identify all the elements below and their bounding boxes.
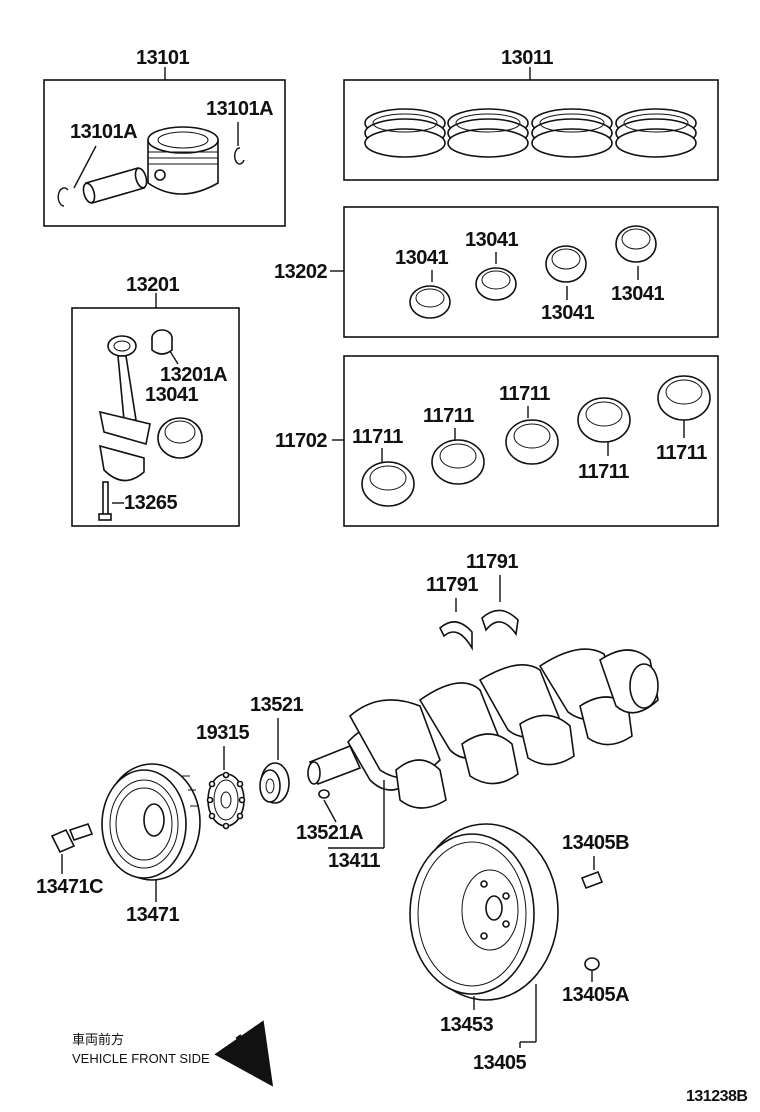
label-13011[interactable]: 13011 [501,47,554,69]
conrod-bolt-part [98,481,112,521]
main-bearing-group[interactable]: 11702 11711 11711 11711 11711 11711 [275,355,719,527]
label-13405a[interactable]: 13405A [562,984,630,1006]
label-13041-d[interactable]: 13041 [611,283,665,305]
crank-key-part [318,789,330,799]
piston-rings [364,108,697,158]
pulley-bolt-part [50,823,94,854]
label-13201a[interactable]: 13201A [160,364,228,386]
clip-right [233,147,245,165]
label-13041-c[interactable]: 13041 [541,302,595,324]
flywheel-part [409,823,559,1001]
label-13041-a[interactable]: 13041 [395,247,449,269]
label-13453[interactable]: 13453 [440,1014,494,1036]
front-direction-arrow-icon [214,1020,274,1087]
main-bearing-shells [361,375,711,507]
label-13411[interactable]: 13411 [328,850,381,872]
label-13521[interactable]: 13521 [250,694,304,716]
label-11711-e[interactable]: 11711 [656,442,708,464]
label-13405[interactable]: 13405 [473,1052,527,1074]
label-11711-b[interactable]: 11711 [423,405,475,427]
label-19315[interactable]: 19315 [196,722,250,744]
label-11791-b[interactable]: 11791 [466,551,519,573]
label-11711-d[interactable]: 11711 [578,461,630,483]
label-13521a[interactable]: 13521A [296,822,364,844]
timing-sprocket-group[interactable]: 19315 [196,722,250,830]
piston [147,126,219,195]
pulley-group[interactable]: 13471 [101,763,201,926]
label-13041-b[interactable]: 13041 [465,229,519,251]
pulley-part [101,763,201,881]
flywheel-bolt-part [580,870,604,890]
label-13101a-left[interactable]: 13101A [70,121,138,143]
crank-gear-part [259,762,290,804]
ring-set-group[interactable]: 13011 [343,47,719,181]
main-bearing-frame [343,355,719,527]
label-13265[interactable]: 13265 [124,492,178,514]
label-13471c[interactable]: 13471C [36,876,104,898]
conrod-bearing-part [157,417,203,459]
piston-pin [82,167,148,204]
thrust-washer-b-part [481,609,519,637]
flywheel-pin-part [584,957,600,971]
label-11711-c[interactable]: 11711 [499,383,551,405]
flywheel-group[interactable]: 13453 13405 [409,823,559,1074]
flywheel-bolt-group[interactable]: 13405B [562,832,630,890]
conrod-bearing-shells [409,225,657,319]
label-13405b[interactable]: 13405B [562,832,630,854]
crankshaft-group[interactable]: 13521A 13411 [296,648,659,872]
crank-gear-group[interactable]: 13521 [250,694,304,804]
conrod-bushing-part [151,329,173,355]
vehicle-front-note: 車両前方 VEHICLE FRONT SIDE [72,1020,274,1087]
label-13101a-right[interactable]: 13101A [206,98,274,120]
front-note-jp: 車両前方 [72,1032,124,1047]
diagram-code: 131238B [686,1088,747,1105]
connecting-rod [98,335,151,482]
flywheel-pin-group[interactable]: 13405A [562,957,630,1006]
thrust-washer-group[interactable]: 11791 11791 [426,551,519,651]
label-13471[interactable]: 13471 [126,904,180,926]
thrust-washer-a-part [439,621,473,651]
ring-set-frame [343,79,719,181]
piston-group[interactable]: 13101 13101A 13101A [43,47,286,227]
label-13041-conrod[interactable]: 13041 [145,384,199,406]
bearing-set-group[interactable]: 13202 13041 13041 13041 13041 [274,206,719,338]
conrod-group[interactable]: 13201 13201A 13041 13265 [71,274,240,527]
front-note-en: VEHICLE FRONT SIDE [72,1051,210,1066]
label-11702[interactable]: 11702 [275,430,328,452]
label-13101[interactable]: 13101 [136,47,190,69]
pulley-bolt-group[interactable]: 13471C [36,823,104,898]
crankshaft-part [307,648,659,809]
label-13201[interactable]: 13201 [126,274,180,296]
bearing-set-frame [343,206,719,338]
timing-sprocket-part [206,771,246,830]
label-11791-a[interactable]: 11791 [426,574,479,596]
clip-left [57,187,69,207]
label-11711-a[interactable]: 11711 [352,426,404,448]
label-13202[interactable]: 13202 [274,261,328,283]
